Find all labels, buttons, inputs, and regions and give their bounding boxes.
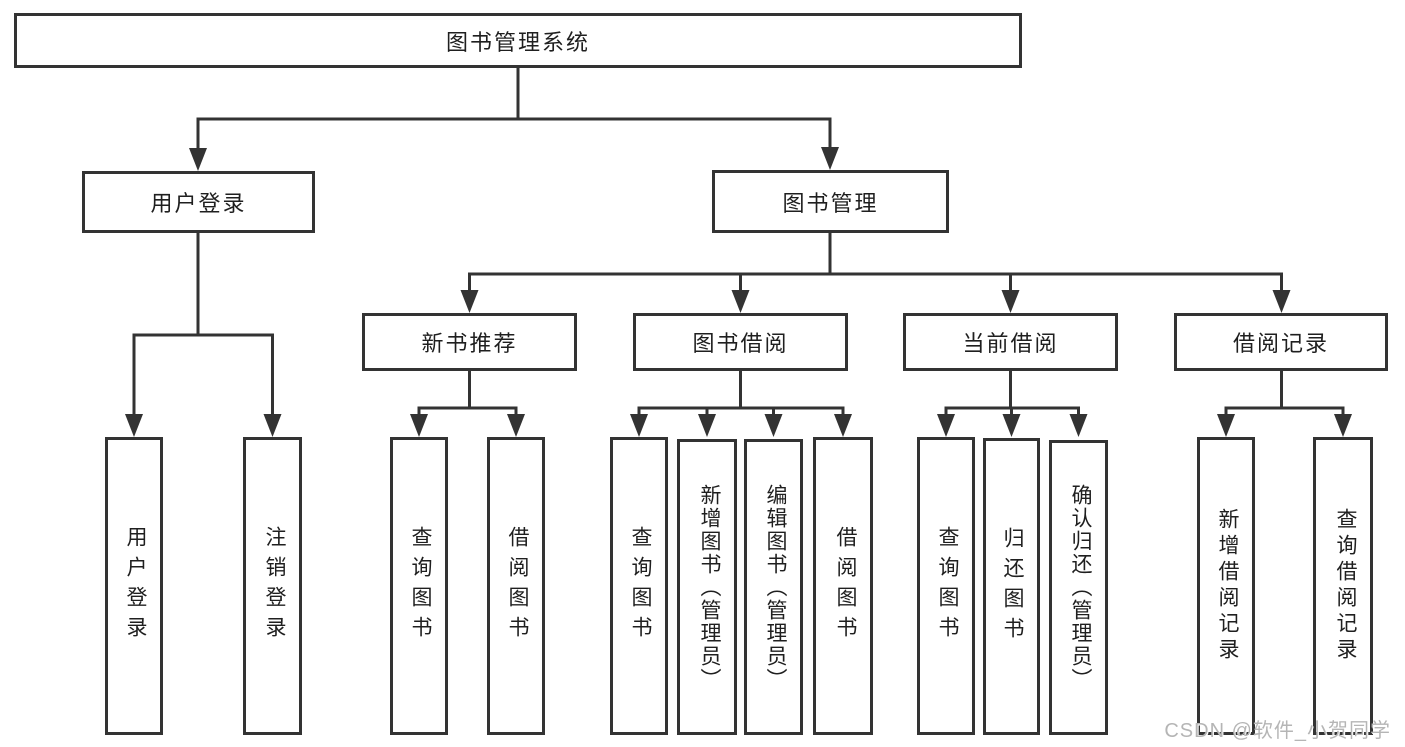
leaf-query-book-3: 查询图书 [917, 437, 975, 735]
leaf-borrow-book-1: 借阅图书 [487, 437, 545, 735]
node-borrow-record: 借阅记录 [1174, 313, 1388, 371]
leaf-query-borrow-record: 查询借阅记录 [1313, 437, 1373, 735]
node-book-borrow: 图书借阅 [633, 313, 848, 371]
node-root: 图书管理系统 [14, 13, 1022, 68]
leaf-return-book: 归还图书 [983, 438, 1040, 735]
leaf-user-login: 用户登录 [105, 437, 163, 735]
arrowheads [125, 147, 1352, 437]
leaf-confirm-return-admin: 确认归还（管理员） [1049, 440, 1108, 735]
leaf-add-book-admin: 新增图书（管理员） [677, 439, 737, 735]
node-current-borrow: 当前借阅 [903, 313, 1118, 371]
leaf-query-book-1: 查询图书 [390, 437, 448, 735]
leaf-add-borrow-record: 新增借阅记录 [1197, 437, 1255, 735]
watermark-text: CSDN @软件_小贺同学 [1164, 720, 1391, 742]
node-book-management: 图书管理 [712, 170, 949, 233]
leaf-logout: 注销登录 [243, 437, 302, 735]
leaf-borrow-book-2: 借阅图书 [813, 437, 873, 735]
node-user-login: 用户登录 [82, 171, 315, 233]
leaf-edit-book-admin: 编辑图书（管理员） [744, 439, 803, 735]
leaf-query-book-2: 查询图书 [610, 437, 668, 735]
node-new-book-recommend: 新书推荐 [362, 313, 577, 371]
